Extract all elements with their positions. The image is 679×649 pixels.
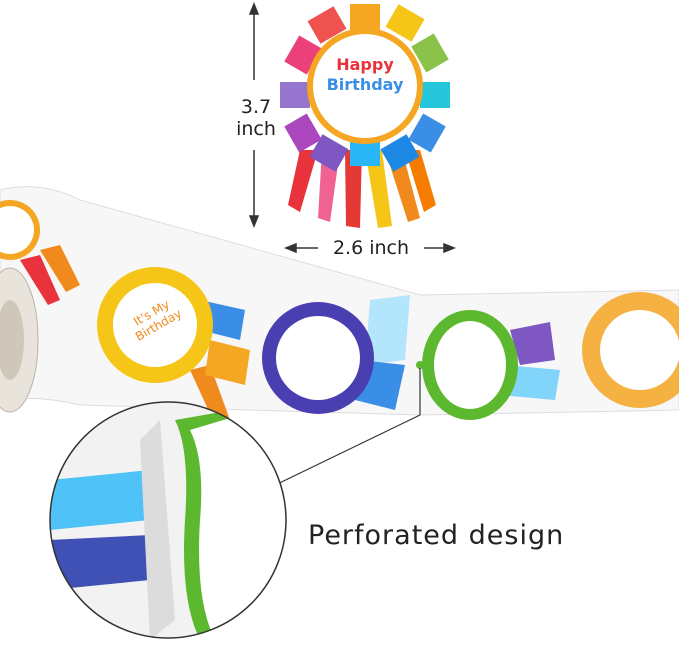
perforated-design-label: Perforated design [308,520,565,551]
width-dimension-line [283,242,457,254]
height-value: 3.7 [240,96,272,118]
magnified-detail [49,401,287,639]
sticker-roll [0,186,679,420]
height-label: 3.7 inch [228,96,284,140]
callout-pointer [264,361,424,491]
height-unit: inch [236,118,276,140]
rosette-sample [280,4,450,228]
height-dimension-line [248,1,260,229]
happy-birthday-text: Happy Birthday [325,55,405,95]
birthday-word: Birthday [326,75,404,94]
width-label: 2.6 inch [332,237,410,259]
happy-word: Happy [336,55,394,74]
